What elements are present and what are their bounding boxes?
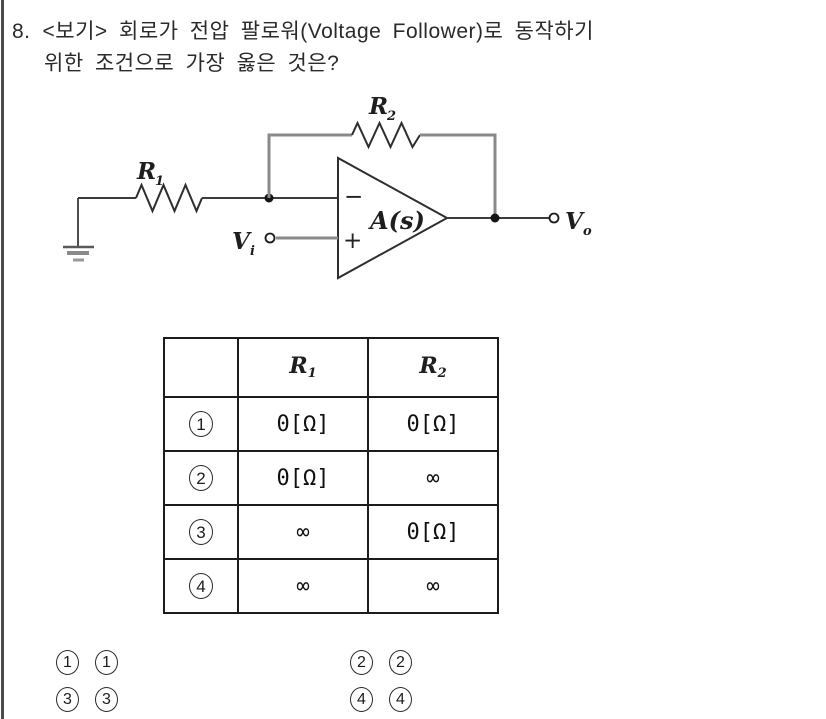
answer-option-2[interactable]: 2 2 [350, 650, 412, 675]
r2-value: ∞ [367, 450, 499, 506]
resistor-r1 [135, 182, 203, 214]
r2-value: ∞ [367, 558, 499, 614]
answer-option-3[interactable]: 3 3 [56, 687, 118, 712]
vo-label-sub: o [583, 224, 592, 239]
output-node-dot [490, 213, 500, 223]
option-marker: 2 [350, 650, 373, 675]
r2-value: 0[Ω] [367, 396, 499, 452]
minus-sign: − [344, 184, 363, 210]
r2-label-sub: 2 [386, 109, 396, 124]
vi-label: V [232, 228, 252, 255]
question-number: 8. [12, 20, 31, 43]
resistor-r2 [351, 120, 421, 150]
option-marker: 3 [56, 687, 79, 712]
option-marker: 1 [56, 650, 79, 675]
r1-value: ∞ [237, 558, 369, 614]
option-choice: 1 [95, 650, 118, 675]
answer-option-4[interactable]: 4 4 [350, 687, 412, 712]
gain-label: A(s) [368, 206, 425, 235]
question-text-line1: <보기> 회로가 전압 팔로워(Voltage Follower)로 동작하기 [42, 20, 594, 43]
table-row: 2 0[Ω] ∞ [163, 450, 499, 506]
r2-label: R [368, 93, 388, 120]
vi-terminal [264, 232, 276, 244]
vo-label: V [565, 208, 585, 235]
ground-icon [63, 198, 94, 262]
row-marker: 3 [189, 519, 213, 545]
row-marker: 1 [189, 411, 213, 437]
question-text-line2: 위한 조건으로 가장 옳은 것은? [44, 52, 340, 75]
feedback-wire-left [267, 133, 352, 198]
r1-value: 0[Ω] [237, 396, 369, 452]
table-header-r2: R2 [367, 337, 499, 398]
option-choice: 4 [389, 687, 412, 712]
option-choice: 2 [389, 650, 412, 675]
vo-terminal [548, 212, 560, 224]
vi-label-sub: i [250, 244, 255, 259]
option-choice: 3 [95, 687, 118, 712]
r1-label: R [136, 158, 156, 185]
options-table: R1 R2 1 0[Ω] 0[Ω] 2 0[Ω] ∞ 3 ∞ 0[Ω] 4 ∞ … [163, 337, 499, 614]
row-marker: 4 [189, 573, 213, 599]
table-row: 4 ∞ ∞ [163, 558, 499, 614]
option-marker: 4 [350, 687, 373, 712]
table-row: 3 ∞ 0[Ω] [163, 504, 499, 560]
r1-value: 0[Ω] [237, 450, 369, 506]
question-line1: 8. <보기> 회로가 전압 팔로워(Voltage Follower)로 동작하… [12, 15, 594, 45]
answer-option-1[interactable]: 1 1 [56, 650, 118, 675]
plus-sign: + [343, 228, 362, 254]
table-header-row: R1 R2 [163, 337, 499, 398]
opamp-triangle [337, 156, 450, 280]
table-header-r1: R1 [237, 337, 369, 398]
table-header-empty [163, 337, 239, 398]
r1-value: ∞ [237, 504, 369, 560]
page-left-border [1, 0, 4, 719]
feedback-wire-right [420, 133, 497, 218]
row-marker: 2 [189, 465, 213, 491]
r2-value: 0[Ω] [367, 504, 499, 560]
r1-label-sub: 1 [155, 174, 164, 189]
table-row: 1 0[Ω] 0[Ω] [163, 396, 499, 452]
circuit-diagram: − + A(s) V i V o R 1 R 2 [63, 93, 592, 280]
